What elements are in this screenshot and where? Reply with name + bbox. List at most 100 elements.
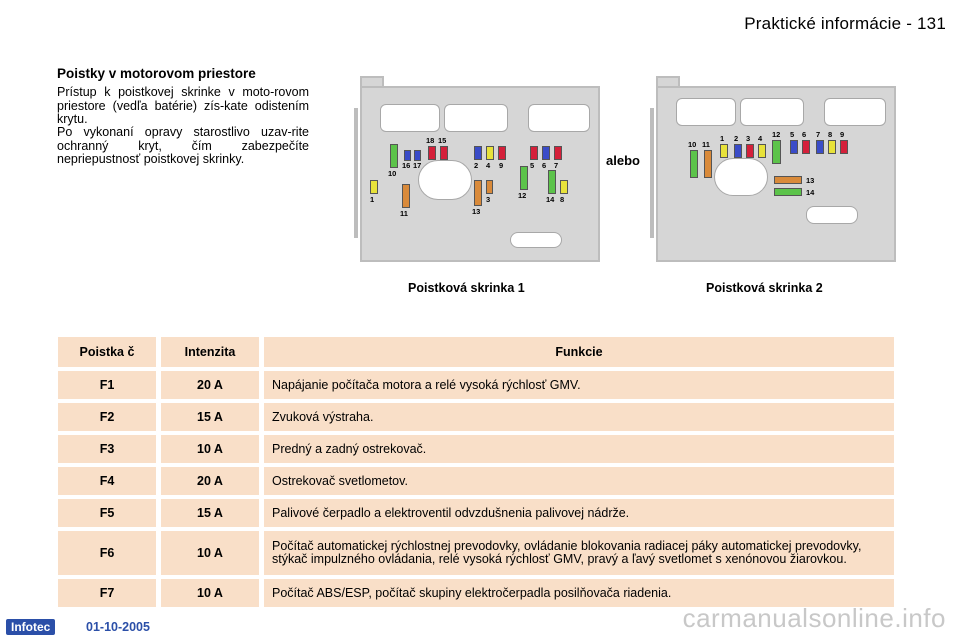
fuse-table: Poistka č Intenzita Funkcie F1 20 A Napá… xyxy=(53,333,899,611)
infotec-logo: Infotec xyxy=(6,619,56,635)
fusebox-1-oval-slot xyxy=(510,232,562,248)
fuse-green xyxy=(772,140,781,164)
fuse-label: 13 xyxy=(806,176,815,185)
fuse-orange xyxy=(704,150,712,178)
fuse-label: 6 xyxy=(542,161,547,170)
fuse-label: 5 xyxy=(530,161,535,170)
fusebox-2-relay-slot xyxy=(740,98,804,126)
fuse-label: 12 xyxy=(518,191,527,200)
fuse-label: 3 xyxy=(486,195,491,204)
fuse-yellow xyxy=(828,140,836,154)
fuse-label: 13 xyxy=(472,207,481,216)
fuse-label: 15 xyxy=(438,136,447,145)
fuse-yellow xyxy=(370,180,378,194)
fuse-label: 17 xyxy=(413,161,422,170)
table-row: F7 10 A Počítač ABS/ESP, počítač skupiny… xyxy=(58,579,894,607)
fuse-green xyxy=(774,188,802,196)
page-header: Praktické informácie - 131 xyxy=(744,14,946,33)
table-row: F5 15 A Palivové čerpadlo a elektroventi… xyxy=(58,499,894,527)
header-function: Funkcie xyxy=(264,337,894,367)
fuse-blue xyxy=(790,140,798,154)
fuse-number: F3 xyxy=(58,435,156,463)
fuse-red xyxy=(554,146,562,160)
table-row: F6 10 A Počítač automatickej rýchlostnej… xyxy=(58,531,894,575)
fuse-label: 9 xyxy=(840,130,845,139)
fuse-label: 4 xyxy=(486,161,491,170)
fuse-function: Počítač automatickej rýchlostnej prevodo… xyxy=(264,531,894,575)
fuse-function: Napájanie počítača motora a relé vysoká … xyxy=(264,371,894,399)
fuse-blue xyxy=(542,146,550,160)
table-row: F4 20 A Ostrekovač svetlometov. xyxy=(58,467,894,495)
fusebox-1-relay-slot xyxy=(444,104,508,132)
fuse-label: 11 xyxy=(400,209,408,218)
fuse-orange xyxy=(774,176,802,184)
fusebox-1-caption: Poistková skrinka 1 xyxy=(408,281,525,295)
fuse-blue xyxy=(474,146,482,160)
fuse-green xyxy=(520,166,528,190)
fuse-label: 12 xyxy=(772,130,781,139)
fuse-amperage: 15 A xyxy=(161,499,259,527)
fuse-number: F2 xyxy=(58,403,156,431)
fuse-yellow xyxy=(560,180,568,194)
fuse-label: 6 xyxy=(802,130,807,139)
fusebox-1-tab xyxy=(360,76,384,88)
diagram-separator: alebo xyxy=(606,153,640,168)
fusebox-1-oval-slot xyxy=(418,160,472,200)
fuse-red xyxy=(802,140,810,154)
fusebox-2-tab xyxy=(656,76,680,88)
fuse-orange xyxy=(402,184,410,208)
fusebox-1-relay-slot xyxy=(528,104,590,132)
fuse-label: 2 xyxy=(734,134,739,143)
fusebox-2-diagram: 10 11 1 2 3 4 12 5 6 7 8 9 13 14 xyxy=(650,86,896,262)
fuse-label: 8 xyxy=(560,195,565,204)
fusebox-1-diagram: 1 10 11 16 17 18 15 2 4 9 3 13 12 5 6 7 … xyxy=(354,86,600,262)
fuse-red xyxy=(498,146,506,160)
fuse-function: Zvuková výstraha. xyxy=(264,403,894,431)
fuse-function: Ostrekovač svetlometov. xyxy=(264,467,894,495)
fuse-label: 5 xyxy=(790,130,795,139)
fusebox-1-relay-slot xyxy=(380,104,440,132)
fuse-red xyxy=(428,146,436,160)
header-fuse-number: Poistka č xyxy=(58,337,156,367)
fuse-number: F4 xyxy=(58,467,156,495)
fuse-label: 2 xyxy=(474,161,479,170)
watermark: carmanualsonline.info xyxy=(682,603,946,633)
fuse-green xyxy=(690,150,698,178)
fuse-label: 14 xyxy=(806,188,815,197)
fuse-label: 18 xyxy=(426,136,435,145)
fuse-yellow xyxy=(758,144,766,158)
fuse-amperage: 10 A xyxy=(161,579,259,607)
closing-paragraph: Po vykonaní opravy starostlivo uzav-rite… xyxy=(57,125,309,166)
fuse-label: 11 xyxy=(702,140,710,149)
fuse-amperage: 15 A xyxy=(161,403,259,431)
fusebox-1-rail xyxy=(354,108,358,238)
fuse-label: 8 xyxy=(828,130,833,139)
fusebox-2-oval-slot xyxy=(714,158,768,196)
fuse-label: 10 xyxy=(688,140,697,149)
fuse-orange xyxy=(474,180,482,206)
fusebox-2-rail xyxy=(650,108,654,238)
fuse-red xyxy=(530,146,538,160)
fuse-red xyxy=(746,144,754,158)
section-title: Poistky v motorovom priestore xyxy=(57,66,256,81)
fuse-green xyxy=(548,170,556,194)
fuse-amperage: 20 A xyxy=(161,371,259,399)
fuse-label: 1 xyxy=(720,134,725,143)
fuse-red xyxy=(840,140,848,154)
fuse-amperage: 10 A xyxy=(161,435,259,463)
fuse-amperage: 10 A xyxy=(161,531,259,575)
fuse-function: Predný a zadný ostrekovač. xyxy=(264,435,894,463)
fuse-blue xyxy=(414,150,421,161)
fuse-yellow xyxy=(486,146,494,160)
table-row: F2 15 A Zvuková výstraha. xyxy=(58,403,894,431)
table-header-row: Poistka č Intenzita Funkcie xyxy=(58,337,894,367)
fuse-label: 1 xyxy=(370,195,375,204)
fuse-label: 9 xyxy=(499,161,504,170)
fuse-number: F7 xyxy=(58,579,156,607)
fuse-label: 7 xyxy=(554,161,559,170)
header-amperage: Intenzita xyxy=(161,337,259,367)
fusebox-2-oval-slot xyxy=(806,206,858,224)
table-row: F1 20 A Napájanie počítača motora a relé… xyxy=(58,371,894,399)
fuse-function: Palivové čerpadlo a elektroventil odvzdu… xyxy=(264,499,894,527)
access-paragraph: Prístup k poistkovej skrinke v moto-rovo… xyxy=(57,85,309,126)
